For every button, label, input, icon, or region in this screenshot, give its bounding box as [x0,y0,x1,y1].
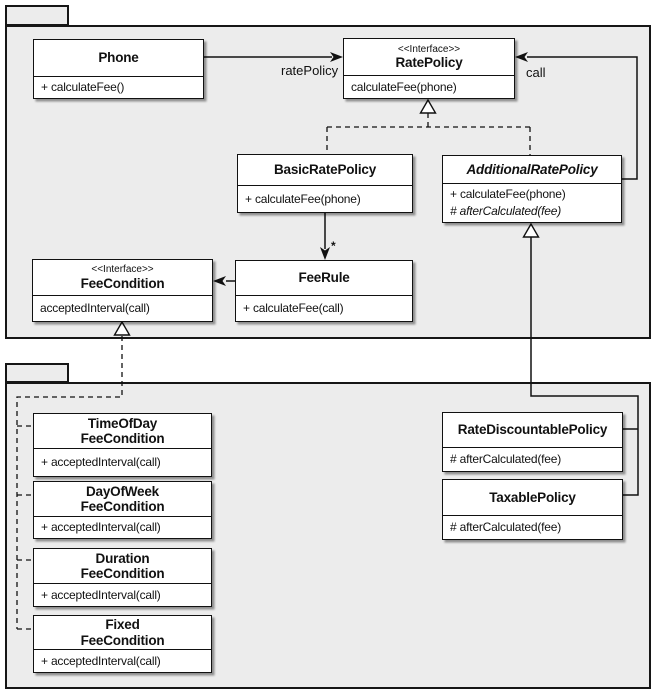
arrowhead-ratepolicy-right [515,52,528,62]
class-basicratepolicy-title: BasicRatePolicy [238,155,412,186]
operation: acceptedInterval(call) [40,301,150,315]
class-durationfeecondition: Duration FeeCondition + acceptedInterval… [33,548,212,607]
multiplicity-label-many: * [331,239,336,253]
class-taxablepolicy-operations: # afterCalculated(fee) [443,516,622,539]
class-additionalratepolicy-operations: + calculateFee(phone) # afterCalculated(… [443,184,621,222]
interface-feecondition-operations: acceptedInterval(call) [33,296,212,321]
operation: + acceptedInterval(call) [41,455,161,469]
class-fixedfeecondition-operations: + acceptedInterval(call) [34,650,211,672]
class-name: RateDiscountablePolicy [457,422,608,438]
class-feerule-operations: + calculateFee(call) [236,296,412,321]
class-feerule: FeeRule + calculateFee(call) [235,260,413,322]
class-name-line2: FeeCondition [80,499,165,514]
class-timeofdayfeecondition: TimeOfDay FeeCondition + acceptedInterva… [33,413,212,477]
stereotype: <<Interface>> [397,43,461,55]
class-dayofweekfeecondition: DayOfWeek FeeCondition + acceptedInterva… [33,481,212,539]
class-name: FeeCondition [80,275,165,291]
class-phone-operations: + calculateFee() [34,77,203,98]
operation: + acceptedInterval(call) [41,520,161,534]
interface-ratepolicy-operations: calculateFee(phone) [344,76,514,98]
class-basicratepolicy-operations: + calculateFee(phone) [238,186,412,212]
operation: # afterCalculated(fee) [450,452,561,466]
class-name-line2: FeeCondition [80,566,165,581]
class-taxablepolicy-title: TaxablePolicy [443,480,622,516]
class-name-line1: Duration [95,550,150,566]
operation: # afterCalculated(fee) [450,204,561,218]
class-durationfeecondition-operations: + acceptedInterval(call) [34,584,211,606]
class-name: TaxablePolicy [489,489,576,505]
interface-feecondition-title: <<Interface>> FeeCondition [33,260,212,296]
stereotype: <<Interface>> [91,264,154,276]
arrowhead-ratepolicy-left [330,52,343,62]
class-fixedfeecondition-title: Fixed FeeCondition [34,616,211,650]
association-call [527,56,638,180]
class-phone: Phone + calculateFee() [33,39,204,99]
class-name: RatePolicy [395,55,463,71]
class-name-line1: TimeOfDay [87,415,158,431]
class-basicratepolicy: BasicRatePolicy + calculateFee(phone) [237,154,413,213]
arrowhead-feerule-top [320,247,330,260]
operation: + calculateFee(call) [243,301,344,315]
arrowhead-feecondition-right [213,276,226,286]
association-label-call: call [526,65,546,80]
operation: + calculateFee(phone) [450,187,566,201]
operation: + acceptedInterval(call) [41,653,161,668]
class-feerule-title: FeeRule [236,261,412,296]
operation: calculateFee(phone) [351,79,457,94]
association-label-ratepolicy: ratePolicy [281,63,339,78]
class-additionalratepolicy: AdditionalRatePolicy + calculateFee(phon… [442,155,622,223]
interface-ratepolicy: <<Interface>> RatePolicy calculateFee(ph… [343,38,515,99]
class-timeofdayfeecondition-operations: + acceptedInterval(call) [34,449,211,476]
class-name: AdditionalRatePolicy [466,161,598,177]
operation: + calculateFee() [41,80,125,94]
class-name-line2: FeeCondition [80,632,165,648]
generalization-triangle-feecondition [113,320,131,336]
generalization-triangle-additionalratepolicy [522,222,540,238]
class-ratediscountablepolicy: RateDiscountablePolicy # afterCalculated… [442,412,623,472]
class-name-line2: FeeCondition [80,431,165,446]
class-additionalratepolicy-title: AdditionalRatePolicy [443,156,621,184]
realization-feecondition-trunk [16,336,123,629]
class-dayofweekfeecondition-title: DayOfWeek FeeCondition [34,482,211,517]
class-timeofdayfeecondition-title: TimeOfDay FeeCondition [34,414,211,449]
operation: # afterCalculated(fee) [450,520,561,534]
class-ratediscountablepolicy-title: RateDiscountablePolicy [443,413,622,448]
class-name: BasicRatePolicy [273,162,377,178]
interface-ratepolicy-title: <<Interface>> RatePolicy [344,39,514,76]
generalization-triangle-ratepolicy [419,98,437,114]
class-dayofweekfeecondition-operations: + acceptedInterval(call) [34,517,211,538]
generalization-additionalratepolicy-trunk [530,237,639,496]
interface-feecondition: <<Interface>> FeeCondition acceptedInter… [32,259,213,322]
operation: + calculateFee(phone) [245,191,361,206]
class-taxablepolicy: TaxablePolicy # afterCalculated(fee) [442,479,623,540]
class-durationfeecondition-title: Duration FeeCondition [34,549,211,584]
class-fixedfeecondition: Fixed FeeCondition + acceptedInterval(ca… [33,615,212,673]
class-ratediscountablepolicy-operations: # afterCalculated(fee) [443,448,622,471]
class-phone-title: Phone [34,40,203,77]
operation: + acceptedInterval(call) [41,587,161,602]
class-name: Phone [98,50,139,66]
class-name-line1: DayOfWeek [86,483,159,499]
class-name: FeeRule [298,270,350,286]
class-name-line1: Fixed [105,617,140,633]
